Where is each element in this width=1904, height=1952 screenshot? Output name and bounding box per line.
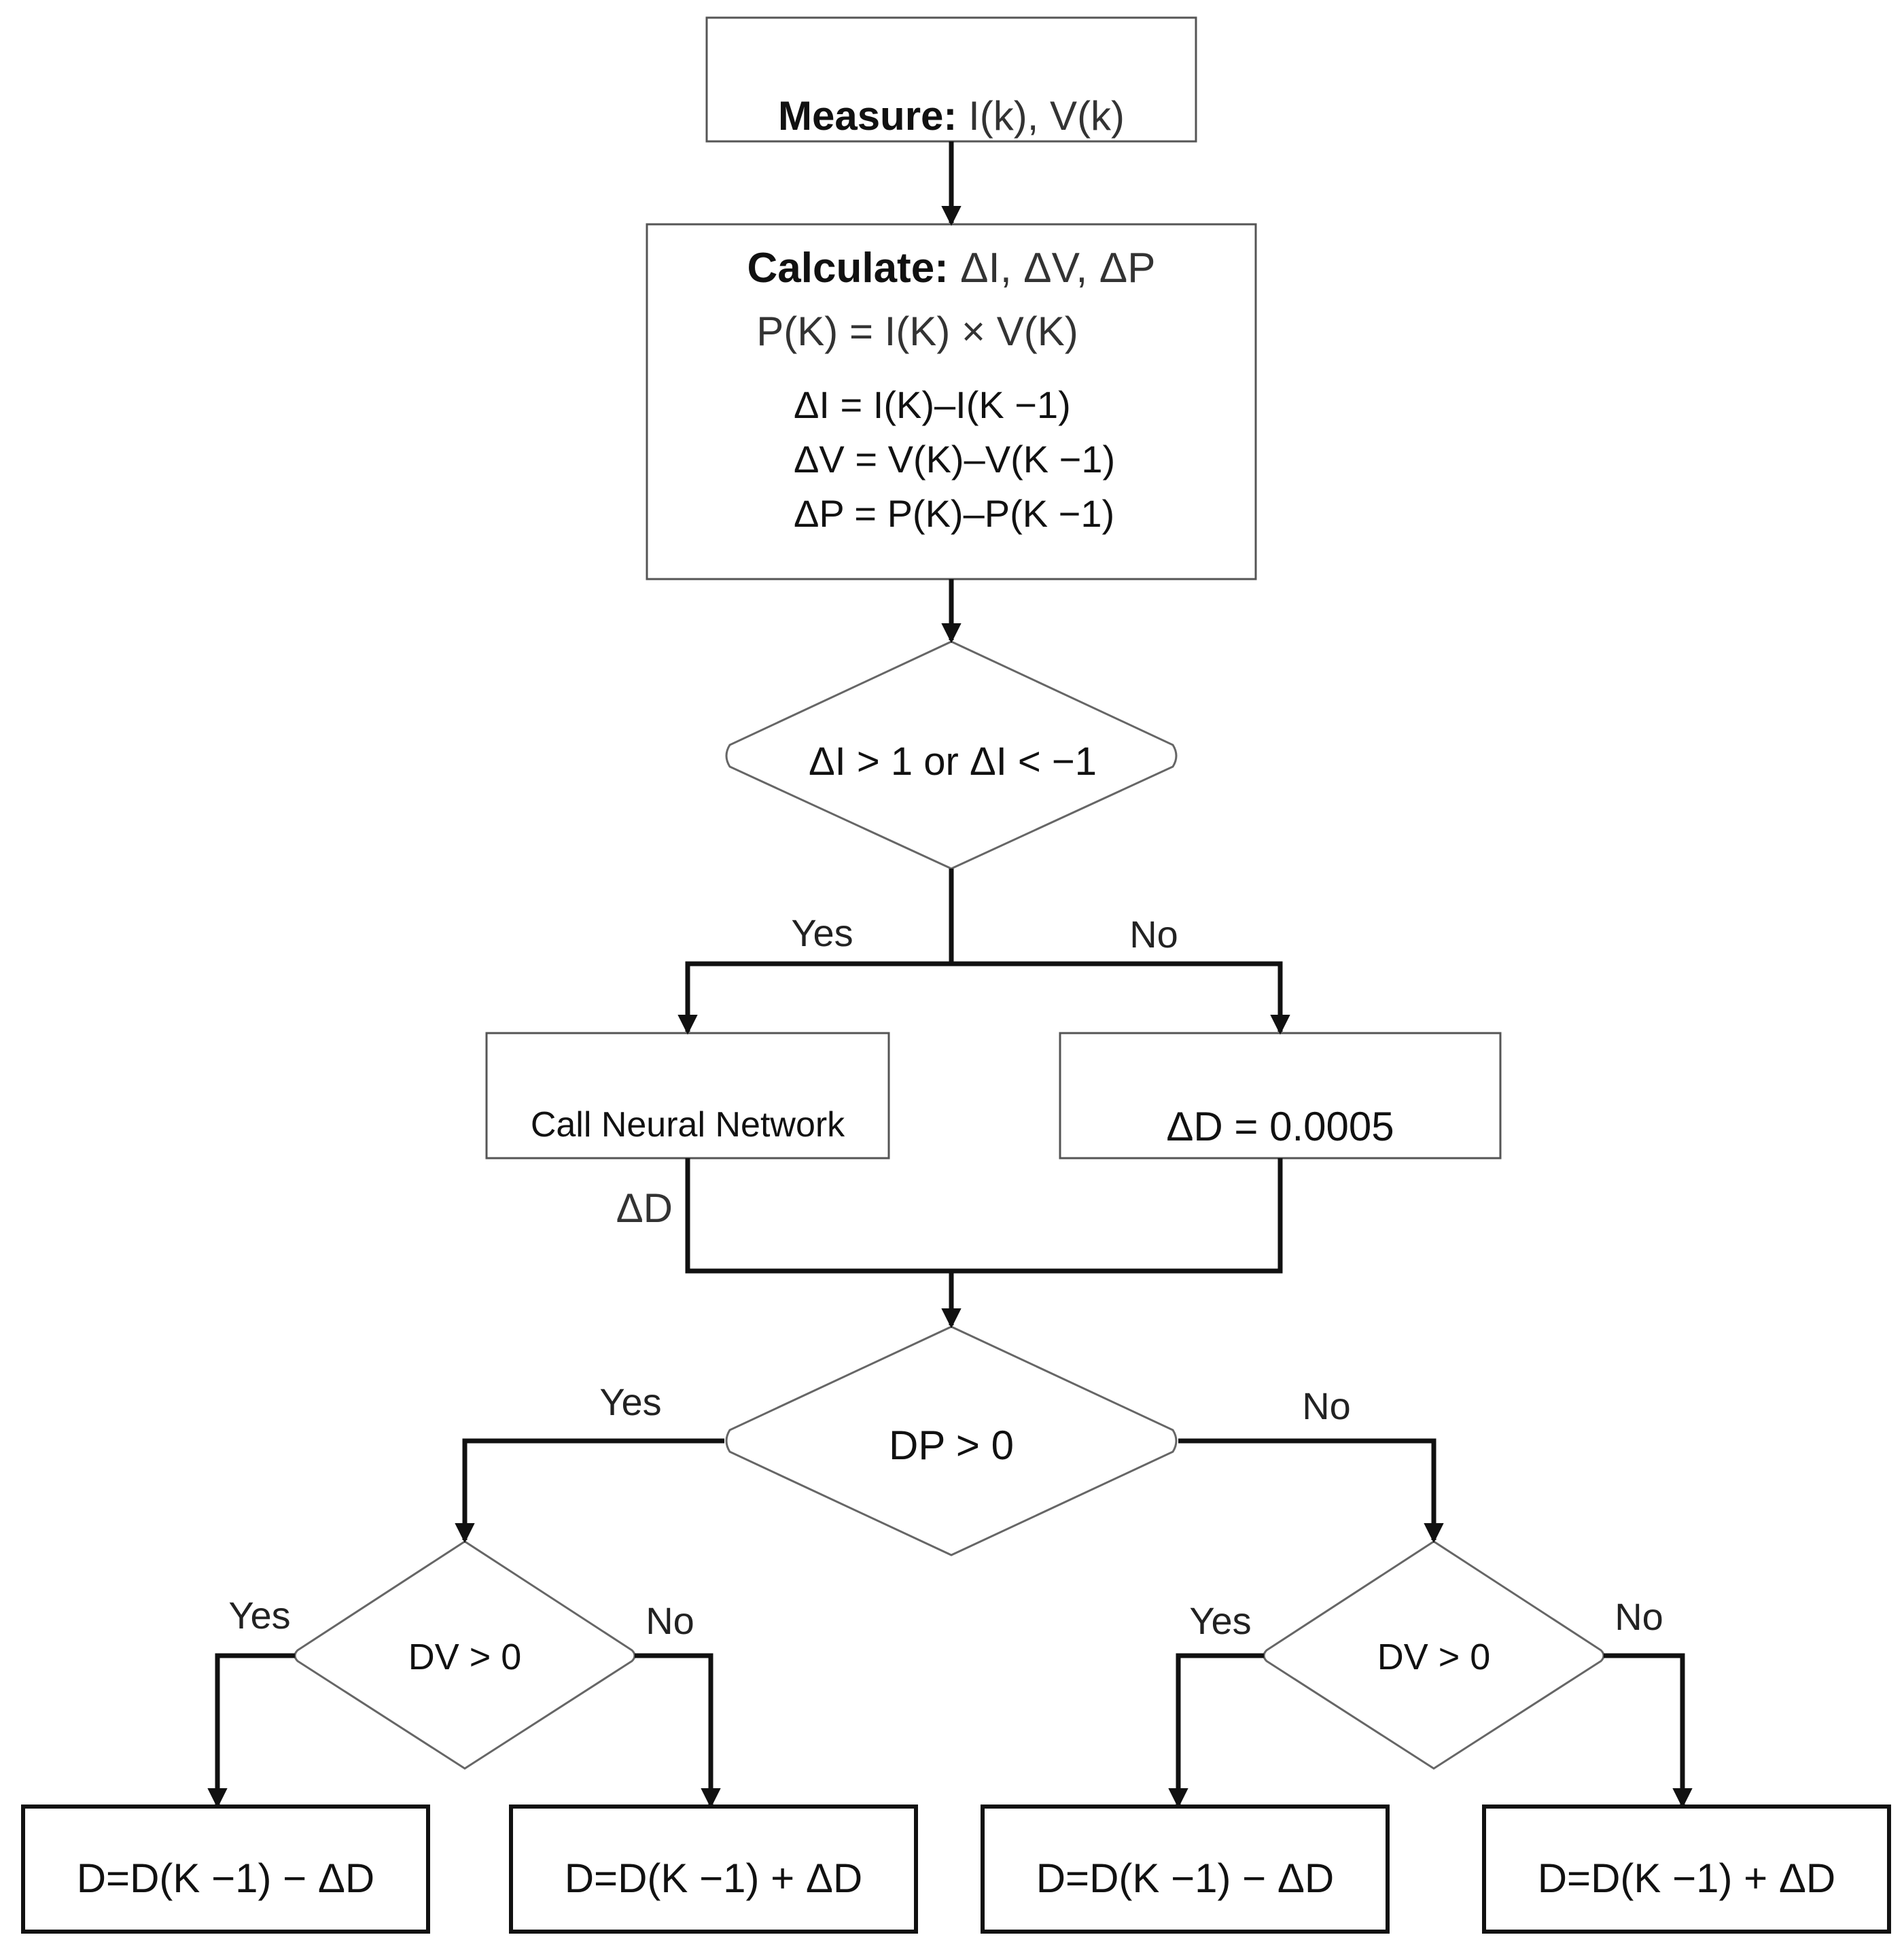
arrow-right-yes-to-output-3 xyxy=(1168,1653,1264,1809)
label-yes-2: Yes xyxy=(599,1380,661,1423)
calculate-label: Calculate: xyxy=(747,245,949,292)
arrow-no-to-delta-d xyxy=(951,961,1290,1035)
decision-voltage-right xyxy=(1263,1540,1605,1770)
label-no-4: No xyxy=(1615,1595,1663,1638)
output-box-1 xyxy=(21,1805,430,1934)
output-text-3: D=D(K −1) − ΔD xyxy=(1036,1855,1335,1901)
connector-merge xyxy=(685,1158,1283,1274)
calculate-box xyxy=(646,223,1257,580)
delta-i-equation: ΔI = I(K)–I(K −1) xyxy=(794,383,1071,426)
measure-text: Measure: I(k), V(k) xyxy=(778,93,1125,139)
measure-label: Measure: xyxy=(778,93,957,139)
label-yes-3: Yes xyxy=(228,1594,290,1637)
measure-vars: I(k), V(k) xyxy=(968,93,1125,139)
measure-box xyxy=(705,16,1197,143)
label-yes-1: Yes xyxy=(791,911,853,954)
decision-current-change-text: ΔI > 1 or ΔI < −1 xyxy=(809,739,1097,784)
decision-voltage-left xyxy=(294,1540,636,1770)
decision-voltage-right-text: DV > 0 xyxy=(1377,1637,1491,1677)
delta-v-equation: ΔV = V(K)–V(K −1) xyxy=(794,438,1115,481)
output-box-2 xyxy=(509,1805,918,1934)
power-equation: P(K) = I(K) × V(K) xyxy=(756,309,1078,354)
arrow-no-to-right-decision xyxy=(1178,1438,1444,1544)
arrow-left-no-to-output-2 xyxy=(635,1653,721,1809)
output-text-1: D=D(K −1) − ΔD xyxy=(77,1855,375,1901)
neural-network-box xyxy=(485,1032,890,1160)
arrow-yes-to-neural-network xyxy=(677,961,951,1035)
delta-p-equation: ΔP = P(K)–P(K −1) xyxy=(794,492,1114,535)
label-yes-4: Yes xyxy=(1189,1599,1251,1642)
decision-power-change-text: DP > 0 xyxy=(889,1423,1014,1468)
calculate-title: Calculate: ΔI, ΔV, ΔP xyxy=(747,245,1156,292)
arrow-right-no-to-output-4 xyxy=(1604,1653,1693,1809)
output-text-4: D=D(K −1) + ΔD xyxy=(1538,1855,1836,1901)
output-text-2: D=D(K −1) + ΔD xyxy=(565,1855,863,1901)
label-no-2: No xyxy=(1302,1384,1351,1427)
arrow-left-yes-to-output-1 xyxy=(207,1653,295,1809)
arrow-yes-to-left-decision xyxy=(455,1438,724,1544)
label-no-3: No xyxy=(646,1599,694,1642)
delta-d-box-text: ΔD = 0.0005 xyxy=(1166,1104,1394,1149)
neural-network-text: Call Neural Network xyxy=(531,1105,845,1145)
decision-power-change xyxy=(725,1325,1178,1556)
delta-d-box xyxy=(1059,1032,1502,1160)
delta-d-output-label: ΔD xyxy=(616,1185,673,1231)
label-no-1: No xyxy=(1129,913,1178,956)
output-box-3 xyxy=(981,1805,1390,1934)
decision-voltage-left-text: DV > 0 xyxy=(408,1637,522,1677)
calculate-vars: ΔI, ΔV, ΔP xyxy=(960,245,1155,292)
